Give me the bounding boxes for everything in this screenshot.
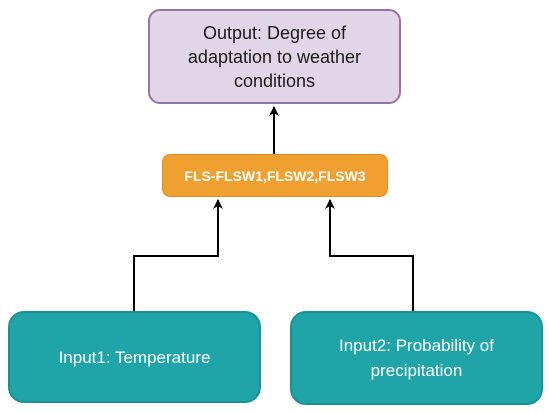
input2-node-label: Input2: Probability of precipitation (339, 336, 494, 380)
input2-node: Input2: Probability of precipitation (290, 311, 543, 405)
process-node: FLS-FLSW1,FLSW2,FLSW3 (162, 154, 388, 197)
input1-node: Input1: Temperature (8, 311, 261, 403)
output-node: Output: Degree of adaptation to weather … (148, 9, 401, 104)
arrow-input1-to-process (133, 199, 223, 311)
output-node-label: Output: Degree of adaptation to weather … (187, 22, 362, 91)
process-node-label: FLS-FLSW1,FLSW2,FLSW3 (184, 167, 366, 184)
arrow-input2-to-process (325, 199, 414, 311)
input1-node-label: Input1: Temperature (58, 347, 211, 367)
